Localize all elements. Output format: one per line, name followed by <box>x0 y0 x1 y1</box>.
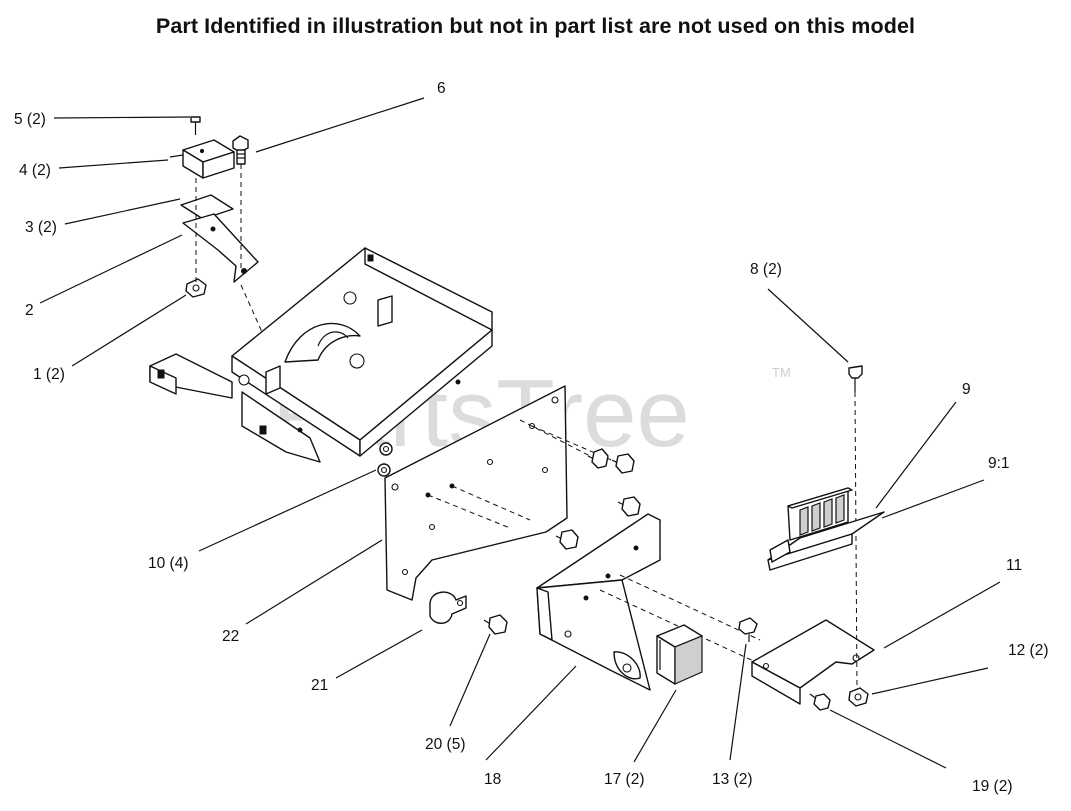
part-17-switch-block[interactable] <box>656 624 703 685</box>
part-8-screw[interactable] <box>848 365 863 392</box>
part-1-nut[interactable] <box>185 278 207 298</box>
part-19-screw[interactable] <box>809 693 831 711</box>
part-9-switch[interactable] <box>767 487 885 571</box>
part-20-bolts[interactable] <box>483 448 641 635</box>
part-13-screw[interactable] <box>738 617 758 642</box>
callout-12: 12 (2) <box>1008 642 1049 659</box>
part-12-nut[interactable] <box>848 687 869 707</box>
part-6-bolt[interactable] <box>232 135 249 165</box>
part-21-clamp[interactable] <box>429 591 467 624</box>
callout-9-1: 9:1 <box>988 455 1010 472</box>
part-22-vertical-plate[interactable] <box>384 385 568 601</box>
callout-8: 8 (2) <box>750 261 782 278</box>
part-10-nuts[interactable] <box>377 442 393 477</box>
main-mounting-plate[interactable] <box>149 247 493 463</box>
watermark-trademark: TM <box>772 365 791 380</box>
callout-10: 10 (4) <box>148 555 189 572</box>
callout-3: 3 (2) <box>25 219 57 236</box>
callout-9: 9 <box>962 381 971 398</box>
leader-lines <box>39 97 1001 769</box>
callout-6: 6 <box>437 80 446 97</box>
part-18-angle-bracket[interactable] <box>536 513 661 691</box>
part-5-screw[interactable] <box>190 116 201 135</box>
callout-17: 17 (2) <box>604 771 645 788</box>
callout-labels: 5 (2) 4 (2) 3 (2) 2 1 (2) 6 8 (2) 9 9:1 … <box>14 80 1049 795</box>
callout-18: 18 <box>484 771 501 788</box>
callout-5: 5 (2) <box>14 111 46 128</box>
callout-11: 11 <box>1006 557 1022 574</box>
callout-4: 4 (2) <box>19 162 51 179</box>
callout-1: 1 (2) <box>33 366 65 383</box>
callout-19: 19 (2) <box>972 778 1013 795</box>
callout-13: 13 (2) <box>712 771 753 788</box>
callout-22: 22 <box>222 628 239 645</box>
callout-21: 21 <box>311 677 328 694</box>
callout-2: 2 <box>25 302 34 319</box>
page-title: Part Identified in illustration but not … <box>155 14 916 38</box>
part-2-bracket[interactable] <box>182 213 259 283</box>
part-4-block[interactable] <box>169 139 235 179</box>
part-11-bracket[interactable] <box>751 619 875 705</box>
callout-20: 20 (5) <box>425 736 466 753</box>
